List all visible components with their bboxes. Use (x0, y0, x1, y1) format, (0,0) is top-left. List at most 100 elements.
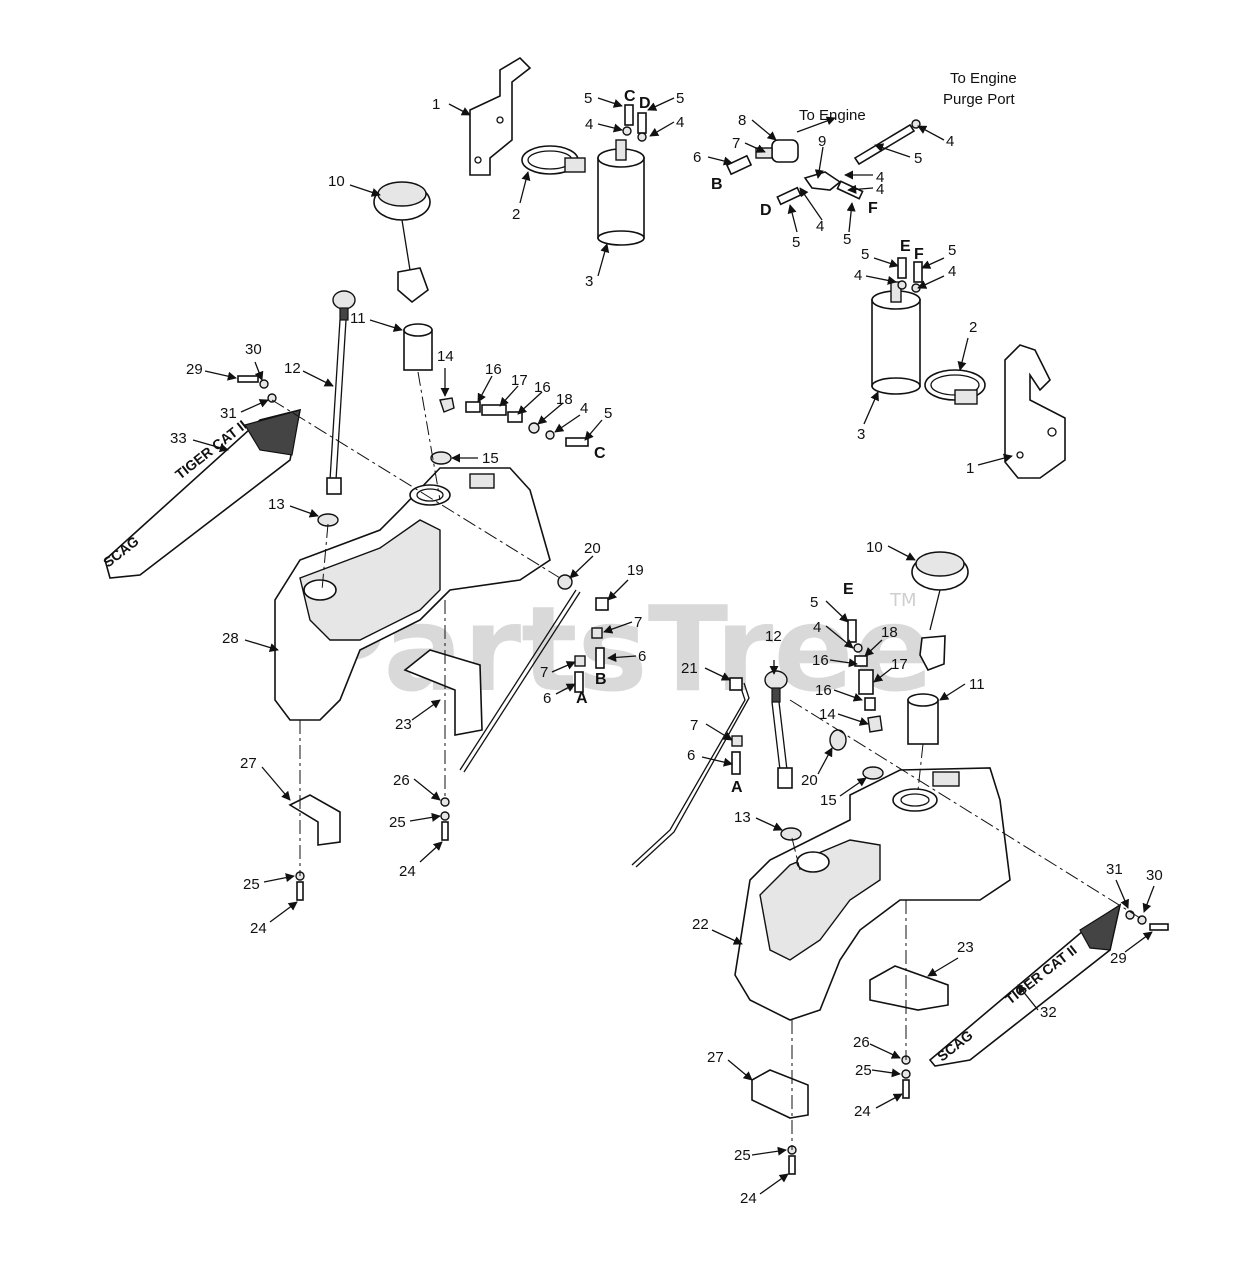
callout-23: 23 (395, 716, 412, 733)
callout-20: 20 (584, 540, 601, 557)
callout-7-b: 7 (634, 614, 642, 631)
note-to-engine-purge-line2: Purge Port (943, 91, 1016, 108)
callout-13-b: 13 (734, 809, 751, 826)
callout-5-d: 5 (792, 234, 800, 251)
vapor-canister-left (597, 139, 645, 246)
callout-25-b: 25 (243, 876, 260, 893)
watermark-trademark: TM (889, 590, 917, 611)
callout-24-c: 24 (854, 1103, 871, 1120)
callout-4-i: 4 (580, 400, 588, 417)
callout-16-b: 16 (534, 379, 551, 396)
callout-25-d: 25 (734, 1147, 751, 1164)
connector-letter-b-left: B (595, 671, 607, 688)
callout-5-e: 5 (843, 231, 851, 248)
callout-2: 2 (512, 206, 520, 223)
callout-19: 19 (627, 562, 644, 579)
callout-5-h: 5 (604, 405, 612, 422)
fuel-filter (725, 139, 799, 176)
callout-14: 14 (437, 348, 454, 365)
callout-5-i: 5 (810, 594, 818, 611)
callout-2-b: 2 (969, 319, 977, 336)
fuel-tank-left (274, 467, 551, 721)
callout-25-a: 25 (389, 814, 406, 831)
callout-21: 21 (681, 660, 698, 677)
connector-letter-d-mid: D (760, 202, 772, 219)
callout-30: 30 (245, 341, 262, 358)
decal-right: TIGER CAT II SCAG (928, 903, 1122, 1067)
callout-5-f: 5 (861, 246, 869, 263)
connector-letter-a-left: A (576, 690, 588, 707)
callout-24-a: 24 (399, 863, 416, 880)
callout-17: 17 (511, 372, 528, 389)
canister-bracket-left (469, 56, 532, 176)
callout-33: 33 (170, 430, 187, 447)
callout-24-b: 24 (250, 920, 267, 937)
callout-17-b: 17 (891, 656, 908, 673)
callout-15: 15 (482, 450, 499, 467)
callout-28: 28 (222, 630, 239, 647)
mounting-bracket-right-27 (751, 1069, 809, 1119)
callout-5-c: 5 (914, 150, 922, 167)
callout-16-d: 16 (815, 682, 832, 699)
hose-pieces-left (622, 104, 647, 142)
callout-27-b: 27 (707, 1049, 724, 1066)
callout-10: 10 (328, 173, 345, 190)
callout-18: 18 (556, 391, 573, 408)
callout-10-b: 10 (866, 539, 883, 556)
callout-29-b: 29 (1110, 950, 1127, 967)
connector-letter-c-top: C (624, 88, 636, 105)
callout-4-a: 4 (585, 116, 593, 133)
callout-9: 9 (818, 133, 826, 150)
hose-clamp-right (924, 369, 986, 405)
fuel-tank-right (734, 767, 1011, 1021)
decal-left: TIGER CAT II SCAG (100, 408, 302, 579)
mounting-bracket-left-27 (288, 794, 341, 846)
callout-4-h: 4 (948, 263, 956, 280)
callout-15-b: 15 (820, 792, 837, 809)
connector-letter-b-top: B (711, 176, 723, 193)
purge-hose (853, 119, 921, 166)
callout-25-c: 25 (855, 1062, 872, 1079)
filler-neck-screen-right (907, 693, 939, 745)
callout-32: 32 (1040, 1004, 1057, 1021)
mounting-bracket-left-23 (403, 649, 483, 736)
callout-12-b: 12 (765, 628, 782, 645)
callout-6-b: 6 (638, 648, 646, 665)
callout-5-g: 5 (948, 242, 956, 259)
callout-12: 12 (284, 360, 301, 377)
mounting-bracket-right-23 (869, 965, 949, 1011)
fuel-cap-left (373, 181, 431, 304)
callout-6-c: 6 (543, 690, 551, 707)
callout-20-b: 20 (801, 772, 818, 789)
callout-4-j: 4 (813, 619, 821, 636)
callout-14-b: 14 (819, 706, 836, 723)
callout-30-b: 30 (1146, 867, 1163, 884)
fitting-chain-right (829, 619, 884, 780)
callout-3-b: 3 (857, 426, 865, 443)
connector-letter-c-left: C (594, 445, 606, 462)
screw-washers-right (1125, 910, 1169, 931)
canister-bracket-right (1004, 344, 1066, 479)
callout-11-b: 11 (969, 676, 985, 693)
connector-letter-e-lower: E (843, 581, 854, 598)
assembly-centerlines (271, 371, 1141, 1150)
callout-7-d: 7 (690, 717, 698, 734)
callout-29: 29 (186, 361, 203, 378)
fuel-gauge-left (317, 290, 356, 527)
callout-4-b: 4 (676, 114, 684, 131)
fitting-chain-left (430, 397, 589, 465)
tee-fitting (776, 171, 864, 206)
callout-24-d: 24 (740, 1190, 757, 1207)
connector-letter-f-mid: F (868, 200, 878, 217)
callout-16-a: 16 (485, 361, 502, 378)
callout-11: 11 (350, 310, 366, 327)
callout-4-g: 4 (854, 267, 862, 284)
callout-4-e: 4 (876, 181, 884, 198)
callout-6-a: 6 (693, 149, 701, 166)
leader-arrows (192, 97, 1155, 1195)
screw-washers-left (237, 375, 277, 403)
fuel-line-left (459, 574, 609, 773)
note-to-engine: To Engine (799, 107, 866, 124)
callout-13: 13 (268, 496, 285, 513)
